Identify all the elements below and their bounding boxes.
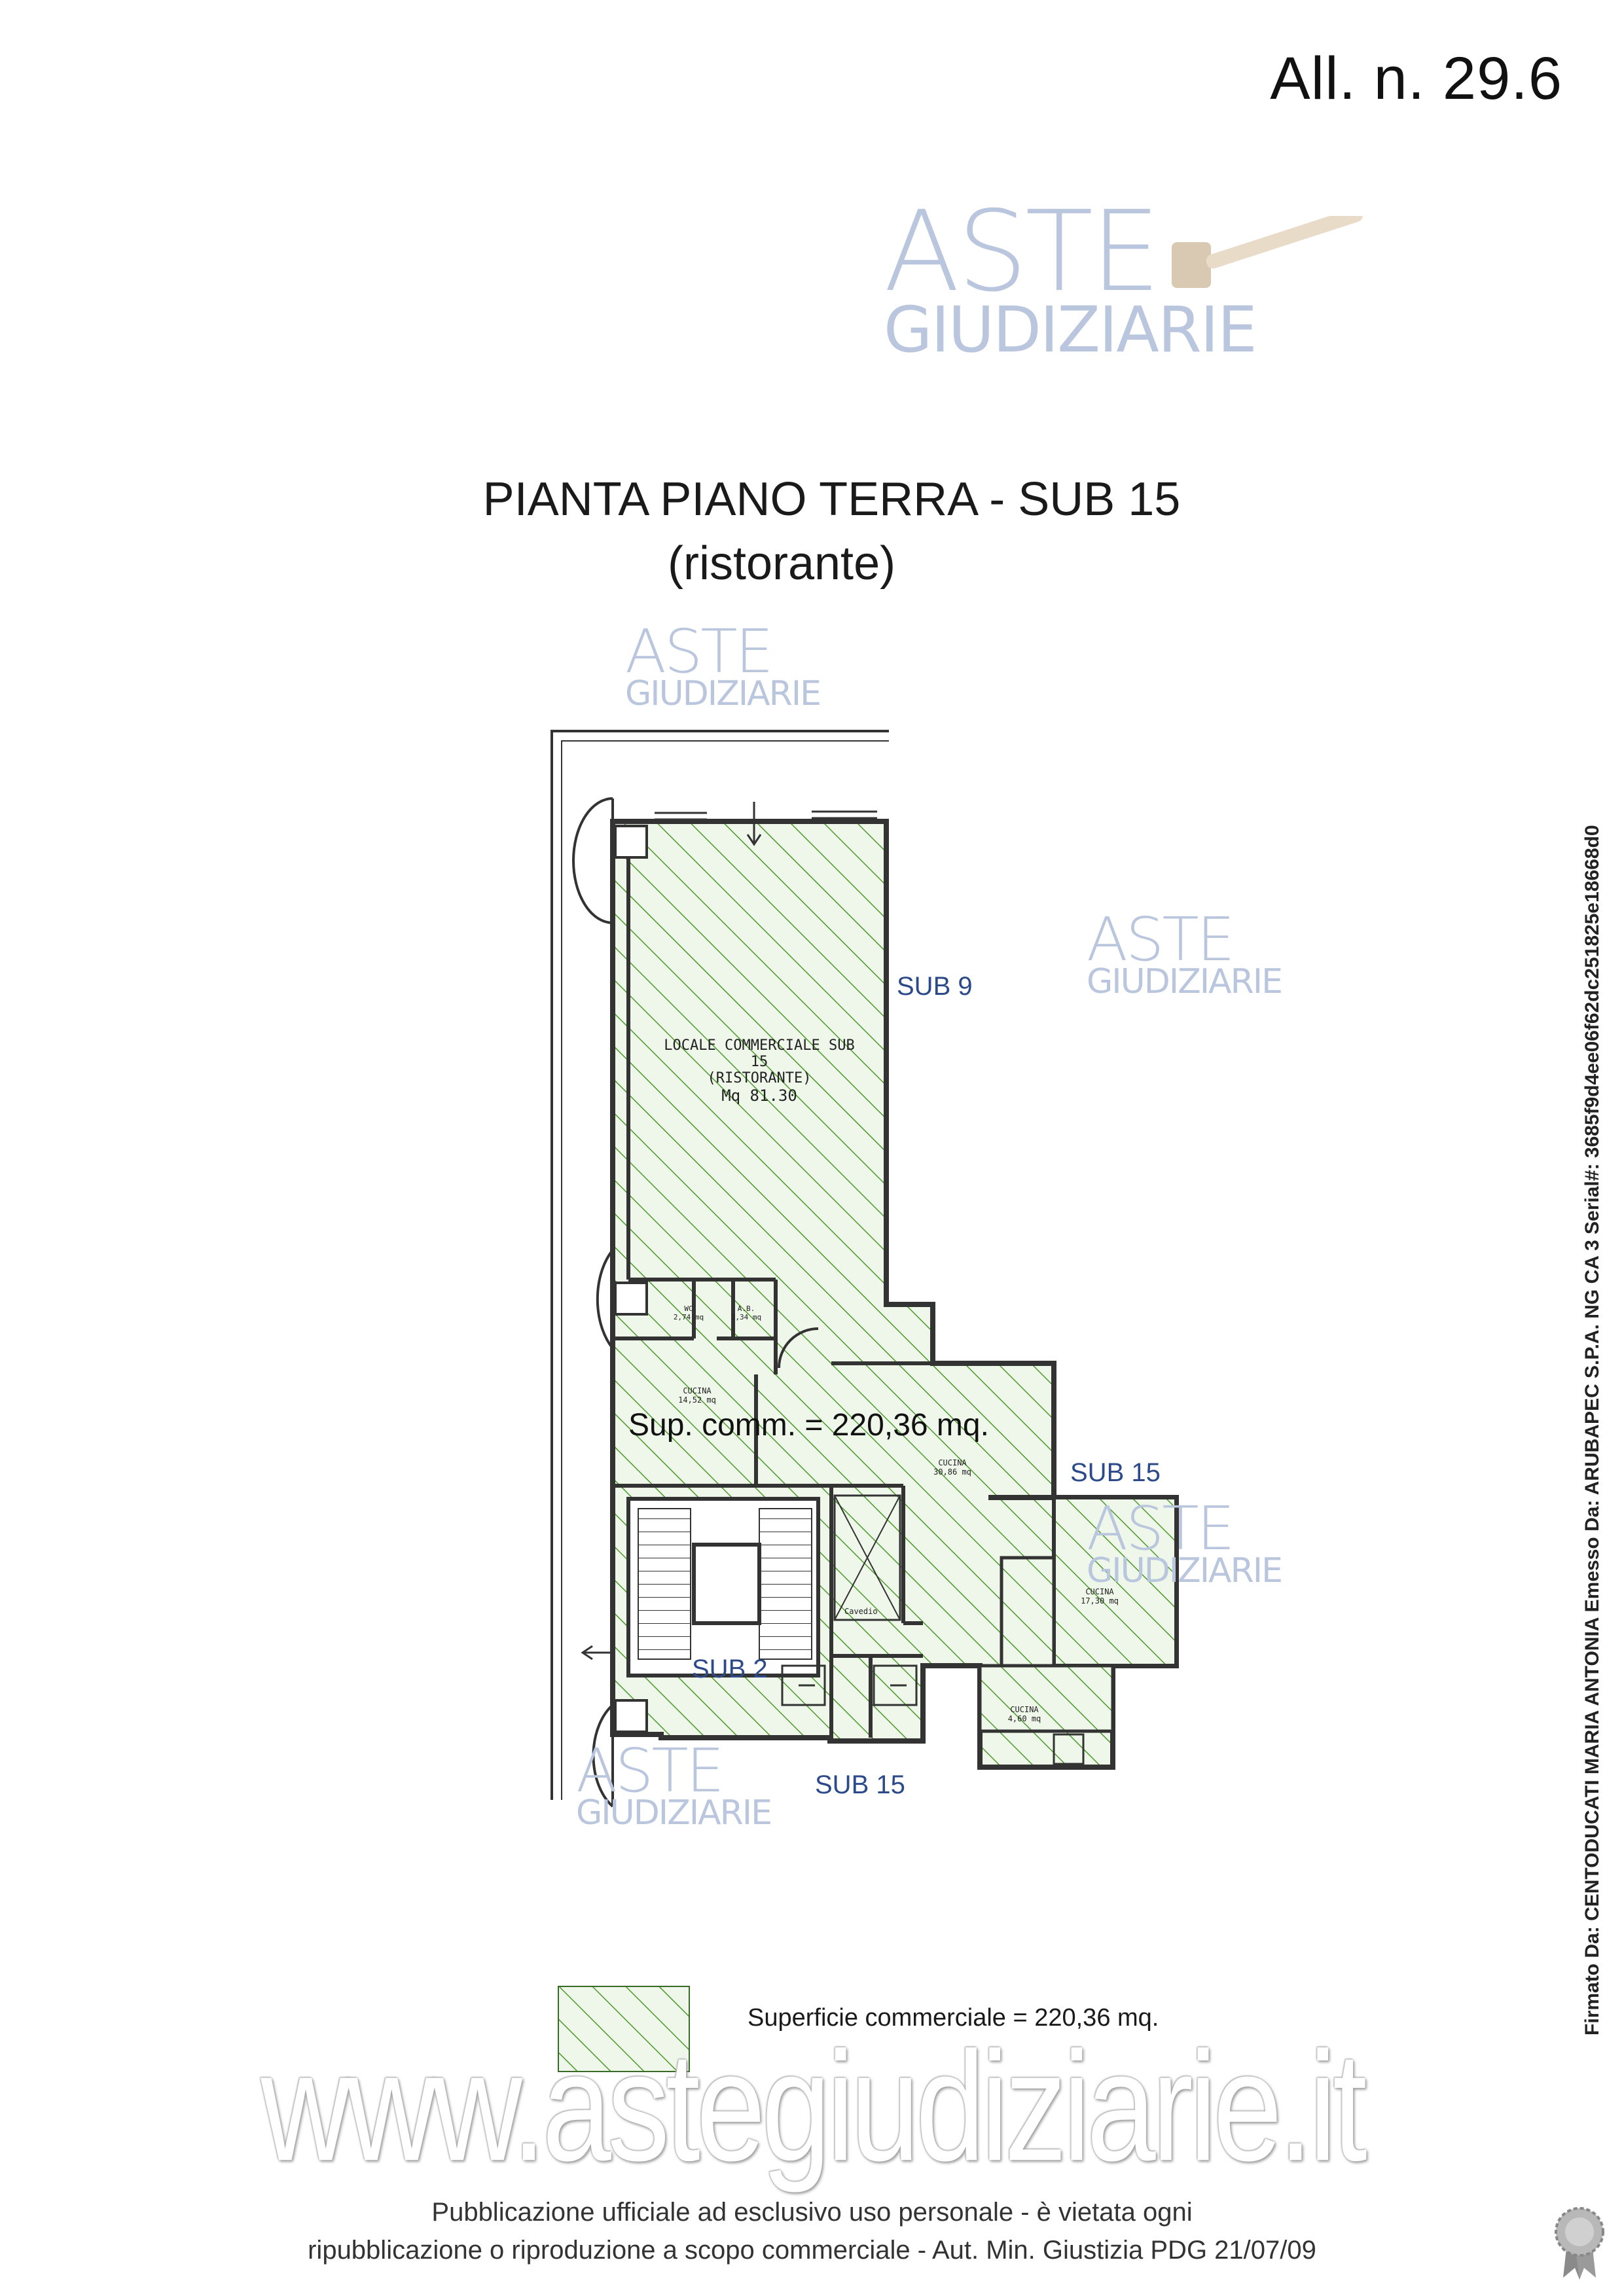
room-main-name: LOCALE COMMERCIALE SUB 15 [664, 1037, 855, 1070]
attachment-number: All. n. 29.6 [1270, 45, 1562, 112]
room-cucina-1-name: CUCINA [683, 1386, 712, 1395]
room-cucina-2: CUCINA 30,86 mq [929, 1458, 975, 1477]
watermark-logo-3: ASTE GIUDIZIARIE [1087, 905, 1283, 1001]
legend-swatch [558, 1986, 690, 2072]
room-main-area: Mq 81.30 [721, 1086, 797, 1105]
watermark-logo-4: ASTE GIUDIZIARIE [1087, 1494, 1283, 1590]
website-watermark: www.astegiudiziarie.it [261, 2020, 1367, 2194]
room-main: LOCALE COMMERCIALE SUB 15 (RISTORANTE) M… [661, 1037, 857, 1105]
digital-signature: Firmato Da: CENTODUCATI MARIA ANTONIA Em… [1581, 825, 1603, 2036]
watermark-aste-2: ASTE [625, 617, 774, 687]
room-cucina-4-name: CUCINA [1010, 1705, 1039, 1714]
room-ab: A.B. 2,34 mq [727, 1304, 766, 1321]
room-cucina-4-area: 4,60 mq [1007, 1714, 1041, 1723]
room-ab-area: 2,34 mq [731, 1313, 762, 1321]
room-ab-name: A.B. [737, 1304, 755, 1313]
room-main-sub: (RISTORANTE) [707, 1070, 812, 1086]
room-cucina-3: CUCINA 17,30 mq [1077, 1587, 1123, 1605]
sub-2-label: SUB 2 [692, 1655, 768, 1683]
gavel-icon [1172, 216, 1363, 288]
watermark-giudiziarie-4: GIUDIZIARIE [1087, 1551, 1283, 1590]
seal-icon [1555, 2207, 1604, 2280]
footer-line-2: ripubblicazione o riproduzione a scopo c… [308, 2236, 1316, 2265]
room-cucina-4: CUCINA 4,60 mq [1001, 1705, 1047, 1723]
watermark-aste: ASTE [884, 187, 1161, 317]
watermark-logo-2: ASTE GIUDIZIARIE [625, 617, 821, 713]
legend-label: Superficie commerciale = 220,36 mq. [748, 2004, 1159, 2032]
page-title: PIANTA PIANO TERRA - SUB 15 [0, 473, 1624, 526]
sub-15-label-right: SUB 15 [1070, 1458, 1161, 1487]
watermark-giudiziarie-3: GIUDIZIARIE [1087, 962, 1283, 1001]
sub-9-label: SUB 9 [897, 972, 973, 1001]
page-subtitle: (ristorante) [668, 537, 896, 590]
watermark-logo-5: ASTE GIUDIZIARIE [576, 1736, 772, 1833]
watermark-giudiziarie-5: GIUDIZIARIE [576, 1793, 772, 1833]
watermark-giudiziarie: GIUDIZIARIE [884, 293, 1257, 367]
watermark-logo-top: ASTE GIUDIZIARIE [884, 187, 1257, 367]
watermark-aste-4: ASTE [1087, 1494, 1235, 1564]
room-cucina-1-area: 14,52 mq [678, 1395, 716, 1405]
watermark-giudiziarie-2: GIUDIZIARIE [625, 674, 821, 713]
footer-line-1: Pubblicazione ufficiale ad esclusivo uso… [431, 2198, 1193, 2227]
room-cucina-2-name: CUCINA [938, 1458, 967, 1467]
room-cucina-1: CUCINA 14,52 mq [674, 1386, 720, 1405]
watermark-aste-5: ASTE [576, 1736, 725, 1806]
room-cucina-3-area: 17,30 mq [1081, 1596, 1119, 1605]
room-wc: WC 2,74 mq [669, 1304, 708, 1321]
sub-15-label-bottom: SUB 15 [815, 1770, 905, 1799]
room-cucina-2-area: 30,86 mq [933, 1467, 971, 1477]
watermark-aste-3: ASTE [1087, 905, 1235, 975]
title-line-1: PIANTA PIANO TERRA - SUB 15 [482, 473, 1181, 526]
surface-note: Sup. comm. = 220,36 mq. [628, 1408, 989, 1443]
room-cavedio: Cavedio [844, 1607, 878, 1616]
room-cucina-3-name: CUCINA [1085, 1587, 1114, 1596]
room-wc-area: 2,74 mq [673, 1313, 704, 1321]
room-wc-name: WC [684, 1304, 693, 1313]
